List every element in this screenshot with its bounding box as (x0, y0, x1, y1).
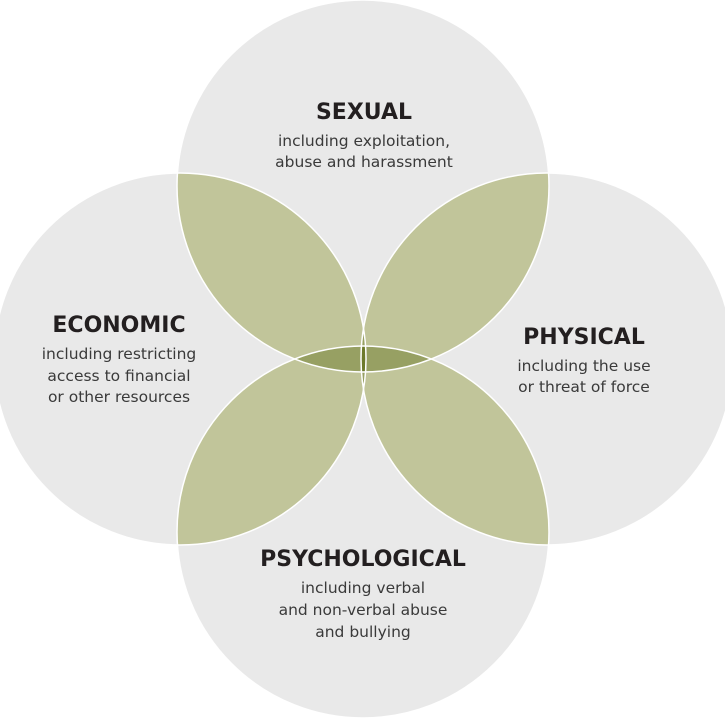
label-psychological-desc-line-2: and non-verbal abuse (279, 601, 448, 619)
label-economic: ECONOMIC including restricting access to… (42, 313, 197, 406)
label-sexual-desc-line-2: abuse and harassment (275, 153, 453, 171)
label-economic-desc-line-1: including restricting (42, 345, 197, 363)
label-sexual-title: SEXUAL (316, 100, 412, 125)
label-economic-desc-line-2: access to financial (47, 367, 190, 385)
label-sexual: SEXUAL including exploitation, abuse and… (275, 100, 453, 171)
label-physical: PHYSICAL including the use or threat of … (517, 325, 650, 396)
label-physical-title: PHYSICAL (523, 325, 645, 350)
label-economic-title: ECONOMIC (52, 313, 185, 338)
label-psychological: PSYCHOLOGICAL including verbal and non-v… (260, 547, 466, 641)
label-psychological-desc-line-1: including verbal (301, 579, 425, 597)
label-psychological-desc-line-3: and bullying (315, 623, 411, 641)
label-economic-desc-line-3: or other resources (48, 388, 190, 406)
label-physical-desc-line-2: or threat of force (518, 378, 650, 396)
label-physical-desc-line-1: including the use (517, 357, 650, 375)
label-psychological-title: PSYCHOLOGICAL (260, 547, 466, 572)
label-sexual-desc-line-1: including exploitation, (278, 132, 450, 150)
